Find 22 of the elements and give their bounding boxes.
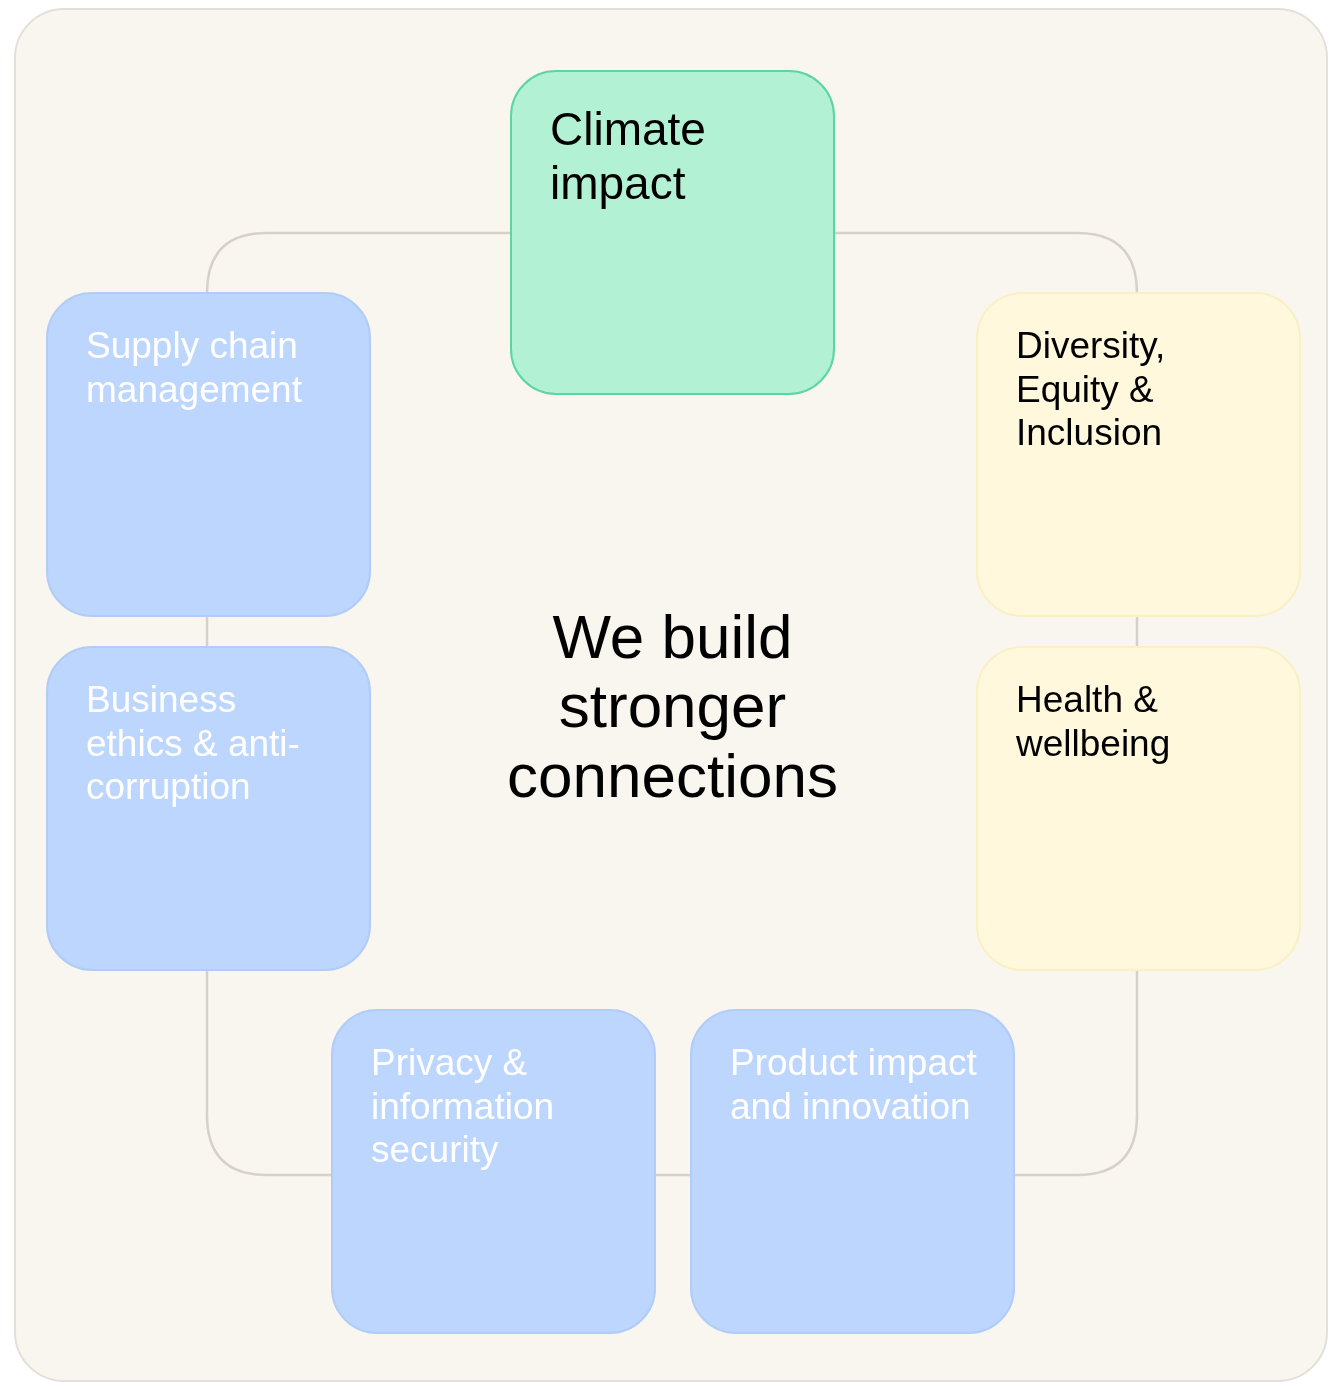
topic-title: Business ethics & anti-corruption: [86, 678, 301, 809]
connector-line: [656, 1173, 690, 1177]
center-heading: We build stronger connections: [506, 602, 839, 811]
topic-title: Health & wellbeing: [1016, 678, 1172, 766]
connector-line: [205, 231, 510, 295]
topic-title: Product impact and innovation: [730, 1041, 978, 1129]
topic-title: Diversity, Equity & Inclusion: [1016, 324, 1167, 455]
topic-title: Privacy & information security: [371, 1041, 556, 1172]
topic-card: [46, 646, 371, 971]
topic-card: [46, 292, 371, 617]
topic-title: Supply chain management: [86, 324, 303, 412]
topic-card: [690, 1009, 1015, 1334]
topic-card: [976, 292, 1301, 617]
connector-line: [835, 231, 1139, 295]
connector-line: [1015, 971, 1139, 1177]
connector-line: [205, 971, 331, 1177]
topic-card: [331, 1009, 656, 1334]
connector-line: [1135, 617, 1139, 646]
connector-line: [205, 617, 209, 646]
topic-card: [976, 646, 1301, 971]
topic-title: Climate impact: [550, 102, 707, 211]
topic-card: [510, 70, 835, 395]
